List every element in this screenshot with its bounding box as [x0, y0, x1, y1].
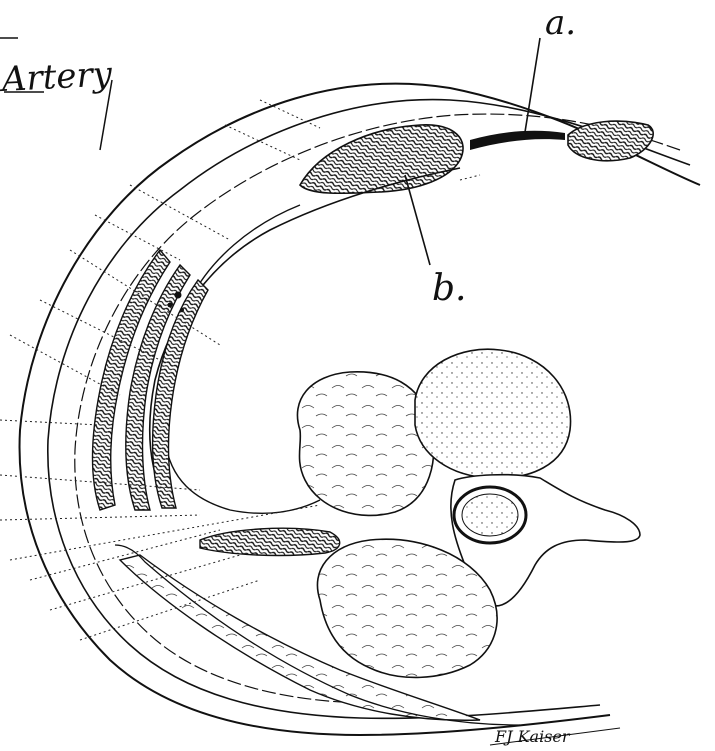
kidney — [297, 372, 433, 516]
vertebral-body — [415, 349, 571, 478]
spinal-cord — [462, 494, 518, 536]
muscle-b — [300, 125, 463, 193]
vessel-1 — [175, 292, 182, 299]
label-b-line — [405, 175, 430, 265]
label-a: a. — [545, 3, 576, 43]
label-b: b. — [432, 268, 467, 309]
vessel-3 — [180, 308, 184, 312]
artery-a — [470, 131, 565, 150]
peritoneal-line — [164, 205, 320, 513]
vessel-2 — [168, 303, 173, 308]
muscle-right-segment — [568, 121, 653, 161]
label-a-line — [525, 38, 540, 132]
quadratus-lumborum — [200, 528, 340, 555]
handwritten-title: Artery — [0, 54, 114, 100]
